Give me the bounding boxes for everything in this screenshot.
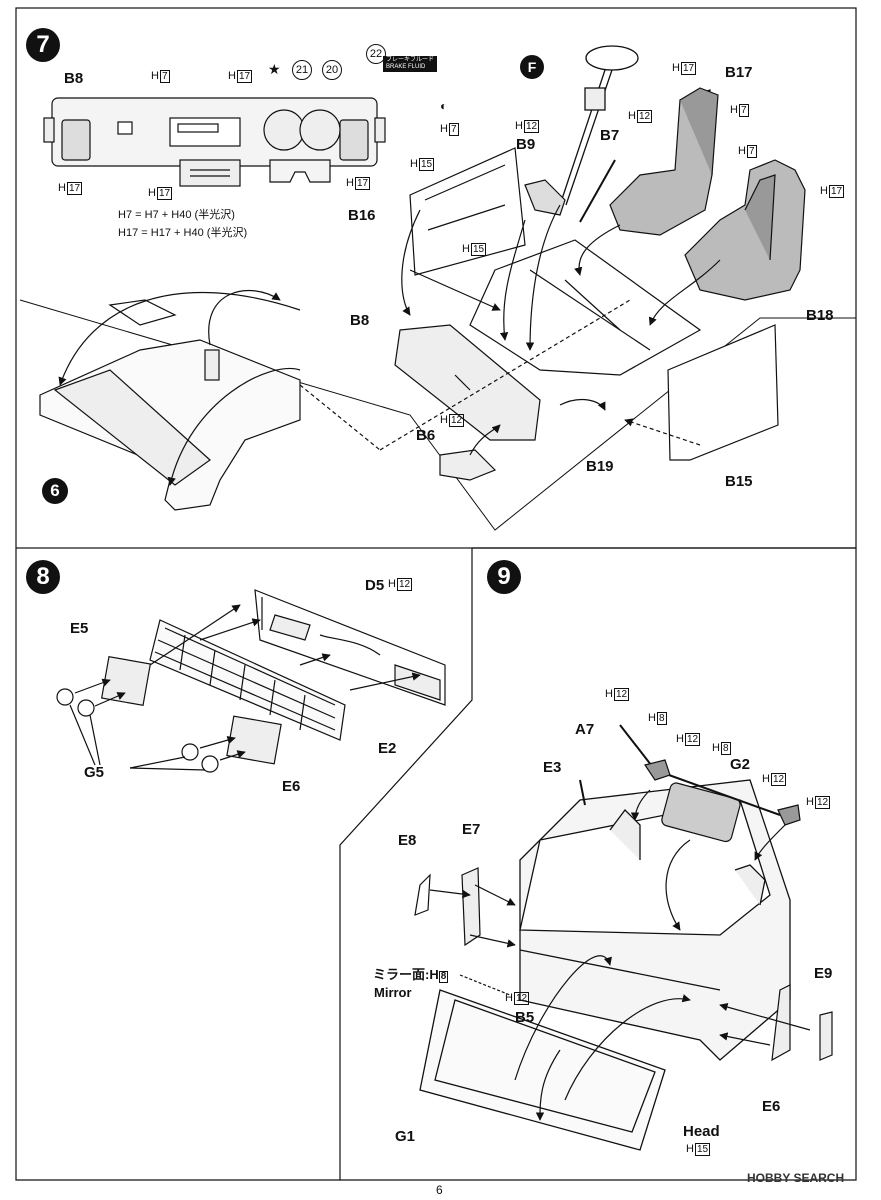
label-e6-step8: E6 [282,778,301,795]
gloss-icon: ◐ [440,99,448,113]
label-b7: B7 [600,127,620,144]
cab-body [519,779,791,1061]
door-b16 [409,147,526,276]
step-7-badge: 7 [26,28,60,62]
label-e9: E9 [814,965,833,982]
step8-panel [15,548,473,1181]
sub-f-badge: F [520,55,544,79]
step9-panel [340,547,857,1181]
step-8-badge: 8 [26,560,60,594]
step7-panel [15,7,857,549]
label-a7: A7 [575,721,595,738]
label-e6-step9: E6 [762,1098,781,1115]
grille-e2 [149,619,346,741]
mix-note-h17: H17 = H17 + H40 (半光沢) [118,227,248,239]
label-e7: E7 [462,821,481,838]
watermark: HOBBY SEARCH [747,1171,845,1185]
label-b8-top: B8 [64,70,84,87]
mix-note-h7: H7 = H7 + H40 (半光沢) [118,209,235,221]
step-9-badge: 9 [487,560,521,594]
roof-g1 [419,989,666,1151]
label-g1: G1 [395,1128,416,1145]
sub-6-badge: 6 [42,478,68,504]
star-icon: ★ [268,61,281,77]
label-e8: E8 [398,832,417,849]
step-7-number: 7 [36,31,50,58]
steering-column [559,45,639,206]
mirror-label-en: Mirror [374,985,412,1000]
label-e5: E5 [70,620,89,637]
label-b8-parts: B8 [350,312,370,329]
lamp-e6 [226,715,282,765]
label-d5: D5 [365,577,385,594]
label-e2: E2 [378,740,397,757]
label-g2: G2 [730,756,751,773]
panel-b15 [667,324,779,461]
label-b19: B19 [586,458,614,475]
dashboard-b8 [43,97,386,187]
label-b17: B17 [725,64,753,81]
label-b16: B16 [348,207,376,224]
label-b6: B6 [416,427,436,444]
decal-20: 20 [322,60,342,80]
chassis-6 [39,299,301,511]
decal-22: 22 [366,44,386,64]
seat-b17 [609,87,719,236]
floor-pan [469,239,702,376]
decal-21: 21 [292,60,312,80]
label-e3: E3 [543,759,562,776]
page-number: 6 [436,1183,443,1197]
label-g5: G5 [84,764,105,781]
label-b15: B15 [725,473,753,490]
label-b5: B5 [515,1009,535,1026]
label-b18: B18 [806,307,834,324]
window-g2 [661,782,741,843]
lamp-e5 [100,655,152,707]
label-b9: B9 [516,136,536,153]
label-head: Head [683,1123,720,1140]
